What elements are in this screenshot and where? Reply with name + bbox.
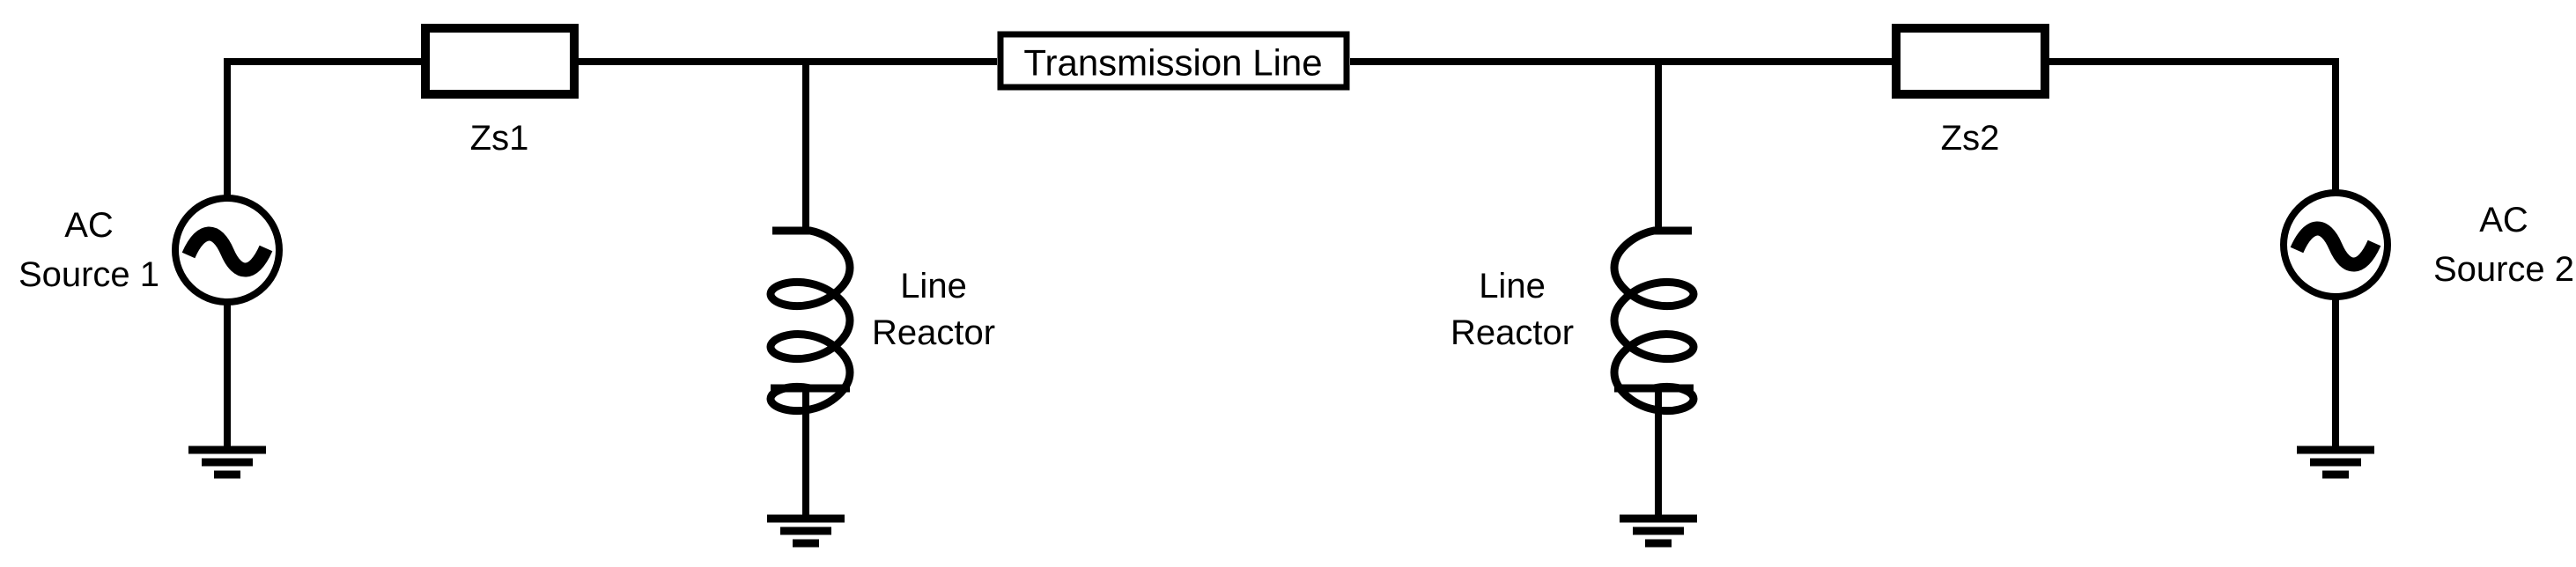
- zs1-label: Zs1: [470, 119, 529, 158]
- transmission-line-box: [997, 31, 1350, 91]
- ground-symbol-source2: [2297, 450, 2374, 475]
- line-reactor-1-coil: [771, 231, 850, 411]
- line-reactor-2-label-line1: Line: [1479, 267, 1546, 306]
- ac-source-2-symbol: [2280, 189, 2391, 300]
- ac-source-1-label-line1: AC: [64, 206, 114, 245]
- line-reactor-1-label-line1: Line: [900, 267, 967, 306]
- ac-source-1-symbol: [172, 195, 283, 306]
- zs2-impedance-box: [1892, 24, 2049, 99]
- labels: AC Source 1 Zs1 Line Reactor Transmissio…: [18, 42, 2574, 353]
- zs1-impedance-box: [421, 24, 579, 99]
- line-reactor-2-label-line2: Reactor: [1450, 313, 1574, 352]
- ground-symbol-reactor1: [767, 519, 845, 543]
- ac-source-1-label-line2: Source 1: [18, 255, 159, 294]
- zs2-label: Zs2: [1941, 119, 2000, 158]
- transmission-line-label: Transmission Line: [1023, 42, 1322, 84]
- line-reactor-1-label-line2: Reactor: [872, 313, 995, 352]
- ac-source-2-label-line1: AC: [2479, 201, 2528, 239]
- wire-zs2-to-source2: [2049, 58, 2339, 196]
- ac-source-2-label-line2: Source 2: [2433, 250, 2574, 289]
- wires: [224, 58, 2339, 520]
- ground-symbol-reactor2: [1620, 519, 1697, 543]
- wire-source1-to-zs1: [224, 58, 421, 202]
- ground-symbol-source1: [188, 450, 266, 475]
- line-reactor-2-coil: [1614, 231, 1694, 411]
